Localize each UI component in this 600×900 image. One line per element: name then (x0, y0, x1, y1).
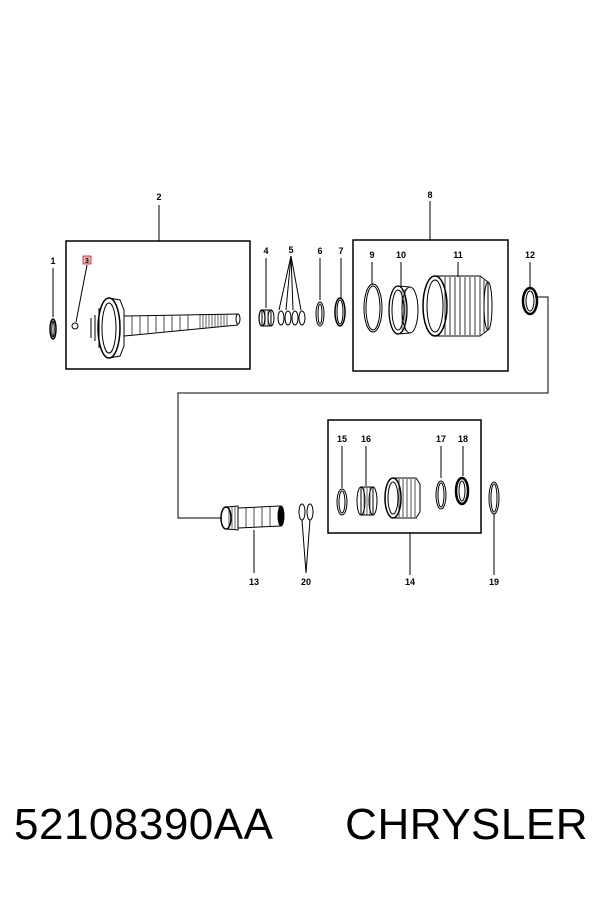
part-19-snap-ring (488, 481, 500, 575)
callout-13: 13 (249, 577, 259, 587)
callout-9: 9 (369, 250, 374, 260)
part-16-bearing (356, 446, 378, 516)
routing-line (177, 296, 549, 519)
callout-11: 11 (453, 250, 463, 260)
brand-name: CHRYSLER (345, 800, 588, 849)
callout-15: 15 (337, 434, 347, 444)
callout-4: 4 (263, 246, 268, 256)
part-3-check-ball (71, 264, 88, 330)
part-number: 52108390AA (14, 800, 274, 849)
part-17-washer (435, 446, 447, 510)
part-10-clutch-hub (388, 262, 419, 335)
part-2-input-shaft (90, 297, 241, 359)
part-1-snap-ring (49, 268, 57, 340)
footer: 52108390AA CHRYSLER (0, 800, 600, 870)
callout-14: 14 (405, 577, 415, 587)
group-box-2 (65, 240, 251, 370)
callout-7: 7 (338, 246, 343, 256)
callout-19: 19 (489, 577, 499, 587)
group-box-8 (352, 239, 509, 372)
part-3-highlight-marker (82, 255, 92, 265)
callout-17: 17 (436, 434, 446, 444)
callout-5: 5 (288, 245, 293, 255)
part-14-gear (384, 477, 421, 519)
part-12-seal (521, 262, 539, 316)
callout-1: 1 (50, 256, 55, 266)
part-13-output-shaft (220, 505, 285, 573)
part-11-clutch-pack (422, 262, 493, 337)
part-5-seal-rings (277, 255, 306, 326)
callout-10: 10 (396, 250, 406, 260)
group-box-14 (327, 419, 482, 534)
callout-8: 8 (427, 190, 432, 200)
part-15-snap-ring (336, 446, 348, 516)
callout-2: 2 (156, 192, 161, 202)
callout-16: 16 (361, 434, 371, 444)
callout-6: 6 (317, 246, 322, 256)
part-6-washer (315, 258, 325, 327)
part-7-snap-ring (334, 258, 346, 327)
part-20-seal-rings (298, 503, 314, 574)
callout-12: 12 (525, 250, 535, 260)
part-9-snap-ring (363, 262, 383, 333)
callout-20: 20 (301, 577, 311, 587)
part-4-bearing (258, 258, 275, 327)
callout-3: 3 (85, 258, 89, 265)
part-18-seal (454, 446, 470, 506)
callout-18: 18 (458, 434, 468, 444)
